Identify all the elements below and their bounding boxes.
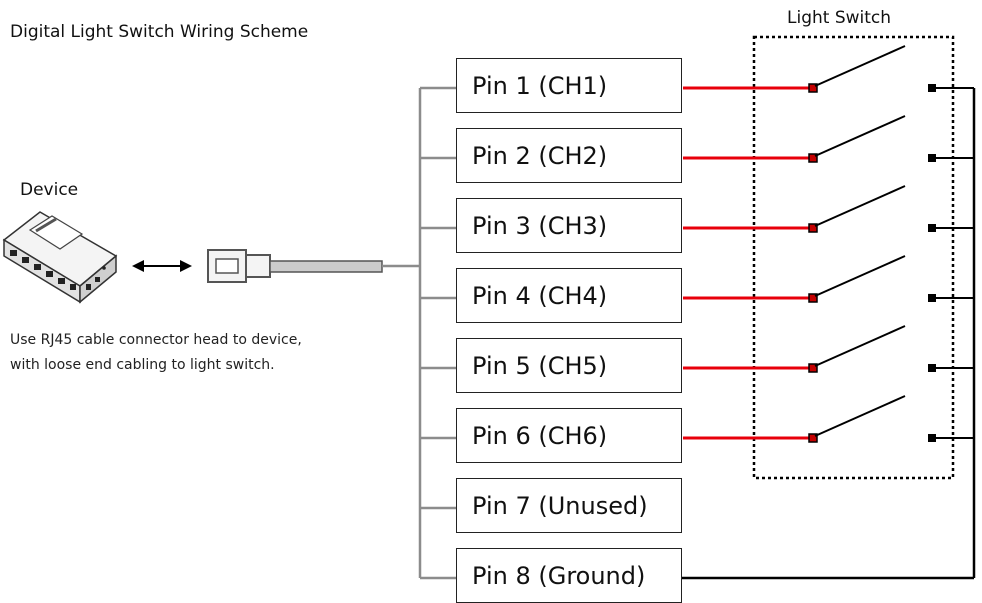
switch-enclosure xyxy=(752,35,955,480)
note-line: with loose end cabling to light switch. xyxy=(10,357,275,373)
pin-8-box: Pin 8 (Ground) xyxy=(456,548,682,603)
switch-contact xyxy=(808,83,818,93)
switch-terminal xyxy=(928,434,936,442)
switch-channels xyxy=(683,45,974,443)
switch-title: Light Switch xyxy=(787,8,892,28)
cable-harness xyxy=(382,86,456,580)
switch-lever xyxy=(814,115,906,157)
switch-terminal xyxy=(928,154,936,162)
pin-2-box: Pin 2 (CH2) xyxy=(456,128,682,183)
switch-contact xyxy=(808,363,818,373)
pin-3-box: Pin 3 (CH3) xyxy=(456,198,682,253)
rj45-plug-icon xyxy=(207,249,383,283)
switch-contact xyxy=(808,433,818,443)
switch-lever xyxy=(814,395,906,437)
note-line: Use RJ45 cable connector head to device, xyxy=(10,332,302,348)
switch-contact xyxy=(808,153,818,163)
diagram-title: Digital Light Switch Wiring Scheme xyxy=(10,22,309,42)
pin-6-box: Pin 6 (CH6) xyxy=(456,408,682,463)
pin-5-box: Pin 5 (CH5) xyxy=(456,338,682,393)
switch-contact xyxy=(808,223,818,233)
switch-terminal xyxy=(928,294,936,302)
switch-terminal xyxy=(928,84,936,92)
switch-terminal xyxy=(928,364,936,372)
switch-terminal xyxy=(928,224,936,232)
ground-bus xyxy=(682,88,976,580)
switch-lever xyxy=(814,255,906,297)
switch-lever xyxy=(814,325,906,367)
device-label: Device xyxy=(20,180,79,200)
switch-lever xyxy=(814,185,906,227)
pin-7-box: Pin 7 (Unused) xyxy=(456,478,682,533)
pin-1-box: Pin 1 (CH1) xyxy=(456,58,682,113)
network-device-icon xyxy=(2,211,118,304)
switch-lever xyxy=(814,45,906,87)
double-arrow-icon xyxy=(132,260,192,272)
usage-note: Use RJ45 cable connector head to device,… xyxy=(10,328,302,378)
switch-contact xyxy=(808,293,818,303)
pin-4-box: Pin 4 (CH4) xyxy=(456,268,682,323)
